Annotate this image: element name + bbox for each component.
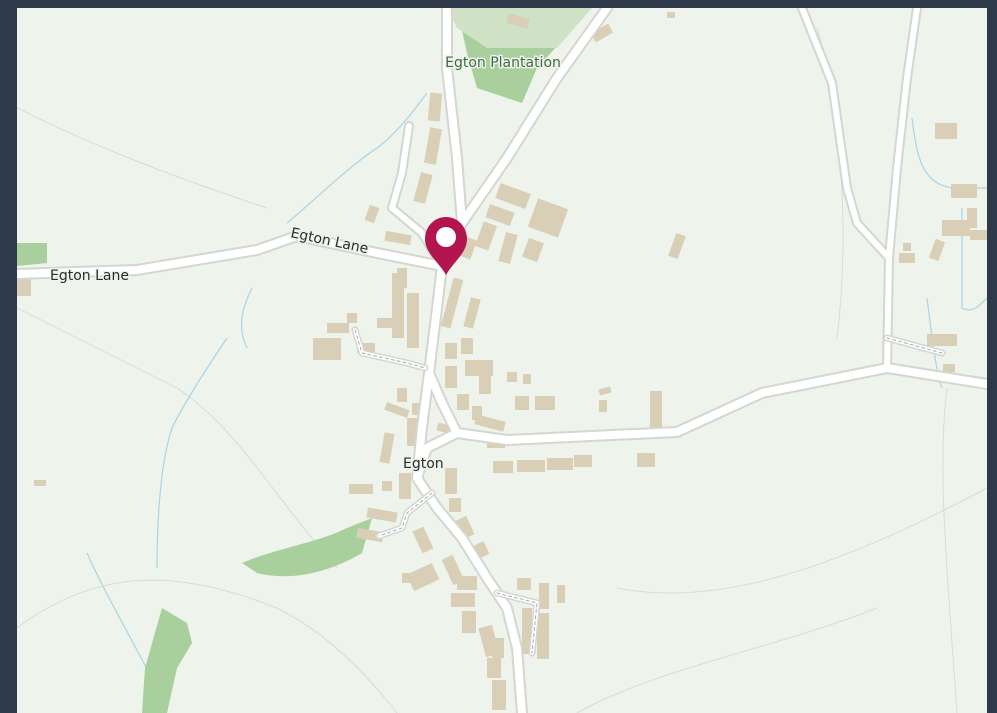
buildings	[17, 12, 987, 710]
road-far-east-north	[884, 8, 920, 371]
map-canvas[interactable]: Egton Plantation Egton Lane Egton Lane E…	[17, 8, 987, 713]
road-link	[413, 429, 461, 482]
map-pin-icon[interactable]	[425, 217, 467, 275]
road-north	[443, 8, 466, 227]
label-egton: Egton	[403, 456, 444, 472]
label-egton-plantation: Egton Plantation	[445, 55, 561, 71]
map-viewport[interactable]: Egton Plantation Egton Lane Egton Lane E…	[17, 8, 987, 713]
road-main-south	[413, 262, 526, 713]
road-far-east-north-west	[799, 8, 892, 261]
road-egton-lane	[17, 232, 446, 278]
roads	[17, 8, 987, 713]
wooded-areas	[17, 8, 592, 713]
contour-lines	[17, 27, 987, 713]
road-east	[425, 364, 987, 444]
label-egton-lane-west: Egton Lane	[50, 268, 129, 284]
tracks	[351, 326, 946, 657]
